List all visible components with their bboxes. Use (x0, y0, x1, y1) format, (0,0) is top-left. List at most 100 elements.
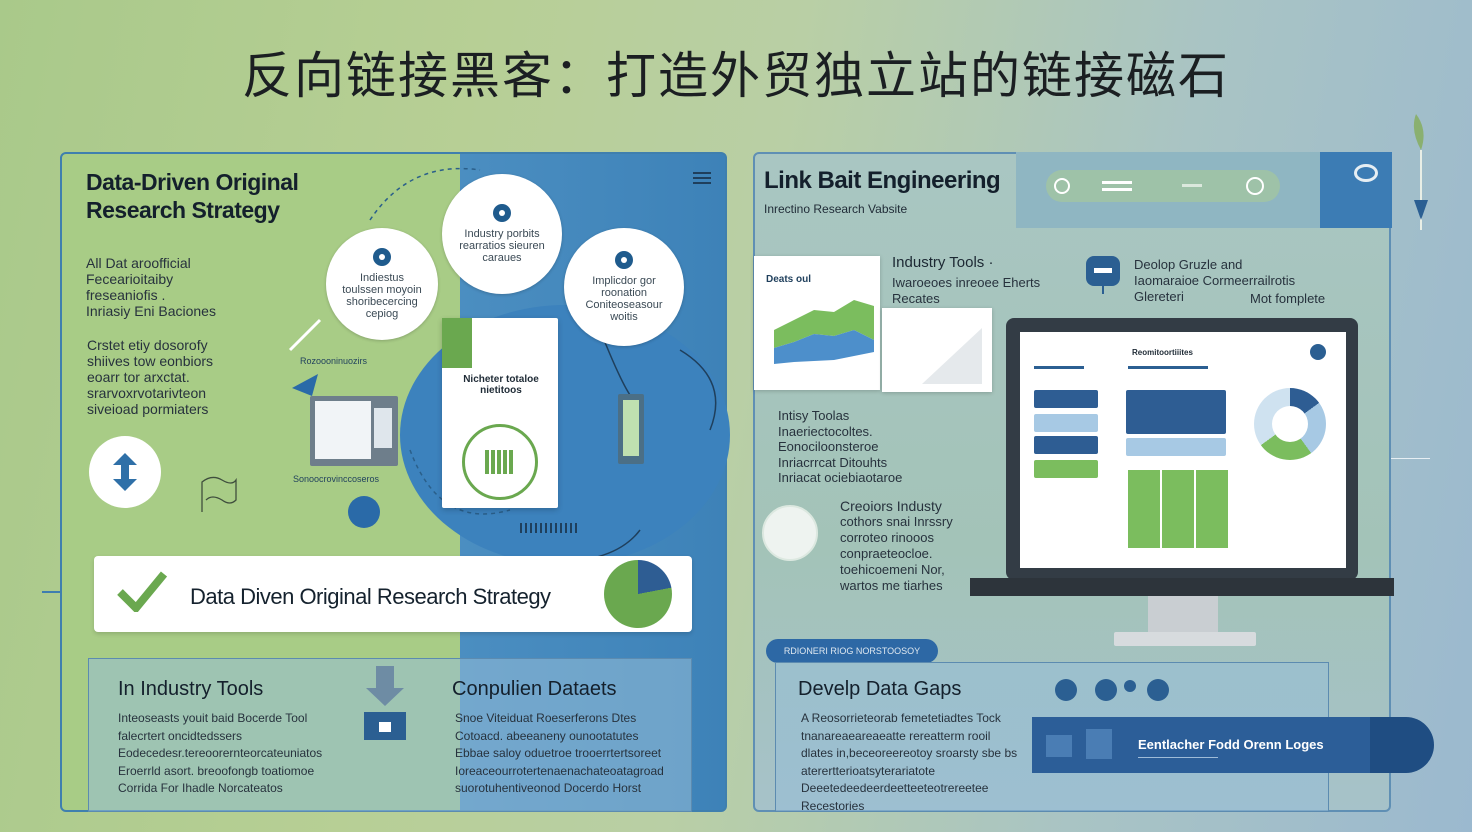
ribbon-text: Eentlacher Fodd Orenn Loges (1138, 737, 1324, 752)
window-thumbnail (310, 396, 398, 466)
screen-title: Reomitoortiiites (1132, 348, 1193, 357)
checkmark-icon (116, 568, 168, 614)
right-subheading: Inrectino Research Vabsite (764, 202, 908, 216)
left-text-block-2: Crstet etiy dosorofy shiives tow eonbior… (87, 337, 287, 417)
monitor-foot (1114, 632, 1256, 646)
text-line: Glereteri (1134, 289, 1184, 304)
text-line: Inaeriectocoltes. (778, 423, 873, 439)
tools-title: Industry Tools · (892, 254, 994, 271)
menu-icon[interactable] (693, 172, 711, 186)
develop-title: Develp Data Gaps (798, 678, 962, 700)
device-icon (618, 394, 644, 464)
text-line: Recates (892, 291, 940, 306)
col1-title: In Industry Tools (118, 678, 264, 700)
lock-icon (1084, 254, 1122, 294)
text-line: Ebbae saloy oduetroe trooerrtertsoreet (455, 746, 662, 760)
eye-icon (1354, 164, 1378, 182)
barcode-decoration (520, 523, 580, 533)
screen-avatar-icon (1310, 344, 1326, 360)
text-line: tnanareaeareaeatte rereatterm rooil (801, 728, 991, 743)
text-line: Iaomaraioe Cormeerrailrotis (1134, 273, 1296, 288)
circle-text: Implicdor gor roonation Coniteoseasour w… (585, 275, 663, 323)
text-line: Crstet etiy dosorofy (87, 337, 208, 353)
ribbon-banner: Eentlacher Fodd Orenn Loges (1032, 717, 1398, 773)
text-line: srarvoxrvotarivteon (87, 385, 207, 401)
circle-text: Industry porbits rearratios sieuren cara… (459, 228, 545, 264)
small-label: Rozoooninuozirs (300, 356, 368, 366)
tools-text: Iwaroeoes inreoee Eherts Recates (892, 275, 1040, 307)
text-line: conpraeteocloe. (840, 546, 933, 561)
text-line: Eonociloonsteroe (778, 439, 879, 454)
text-line: siveioad pormiaters (87, 401, 209, 417)
text-line: Eodecedesr.tereoorernteorcateuniatos (118, 746, 323, 760)
text-line: suorotuhentiveonod Docerdo Horst (455, 781, 642, 795)
left-text-block-1: All Dat aroofficial Fecearioitaiby frese… (86, 255, 286, 319)
text-line: freseaniofis . (86, 287, 166, 303)
monitor-screen: Reomitoortiiites (1020, 332, 1346, 568)
text-line: Ioreaceourrotertenaenachateoatagroad (455, 763, 664, 778)
text-line: shiives tow eonbiors (87, 353, 214, 369)
flag-outline-icon (200, 470, 238, 514)
text-line: Snoe Viteiduat Roeserferons Dtes (455, 711, 637, 725)
pie-icon (604, 560, 672, 628)
chart-card-label: Deats oul (766, 274, 812, 285)
develop-bottom-text: A Reosorrieteorab femetetiadtes Tock tna… (801, 710, 1031, 815)
drop-icons (1054, 676, 1174, 704)
mini-chart-card (882, 308, 992, 392)
text-line: Inriacat ociebiaotaroe (778, 470, 903, 485)
refresh-icon (1054, 178, 1070, 194)
settings-icon (1246, 177, 1264, 195)
text-line: eoarr tor arxctat. (87, 369, 190, 385)
creators-text: Creoiors Industy cothors snai Inrssry co… (840, 498, 1000, 594)
text-line: dlates in,beceoreereotoy sroarsty sbe bs (801, 746, 1018, 760)
text-line: Cotoacd. abeeaneny ounootatutes (455, 728, 639, 743)
arrow-icon (290, 372, 320, 398)
text-line: Eroerrld asort. breoofongb toatiomoe (118, 763, 315, 778)
pill-label: RDIONERI RIOG NORSTOOSOY (766, 639, 938, 663)
text-line: aterertterioatsyterariatote (801, 763, 936, 778)
pin-dot-icon (373, 248, 391, 266)
text-line: Fecearioitaiby (86, 271, 174, 287)
window-icon (1046, 735, 1072, 757)
circle-callout-2: Industry porbits rearratios sieuren cara… (442, 174, 562, 294)
refresh-icon (462, 424, 538, 500)
circle-text: Indiestus toulssen moyoin shoribecercing… (342, 272, 422, 320)
small-label: Sonoocrovinccoseros (293, 474, 380, 484)
text-line: Creoiors Industy (840, 498, 942, 514)
text-line: cothors snai Inrssry (840, 514, 953, 529)
ribbon-end-cap (1370, 717, 1434, 773)
monitor-base (970, 578, 1394, 596)
text-line: Deolop Gruzle and (1134, 257, 1243, 272)
search-bar[interactable] (1046, 170, 1280, 202)
col2-title: Conpulien Dataets (452, 678, 617, 700)
right-top-bar-accent (1320, 152, 1392, 228)
text-line: falecrtert oncidtedssers (118, 728, 243, 743)
more-templates: Mot fomplete (1250, 291, 1326, 306)
pin-dot-icon (493, 204, 511, 222)
text-line: Intisy Toolas (778, 408, 850, 423)
industry-list: Intisy Toolas Inaeriectocoltes. Eonocilo… (778, 408, 978, 486)
page-title: 反向链接黑客：打造外贸独立站的链接磁石 (242, 47, 1230, 105)
text-line: All Dat aroofficial (86, 255, 191, 271)
text-line: Iwaroeoes inreoee Eherts (892, 275, 1041, 290)
circle-badge-icon (762, 505, 818, 561)
download-box-icon (362, 666, 408, 742)
pin-dot-icon (615, 251, 633, 269)
area-chart-graphic (774, 300, 874, 364)
text-line: Inriacrrcat Ditouhts (778, 454, 888, 470)
document-card: Nicheter totaloe nietitoos (442, 318, 558, 508)
chart-card: Deats oul (754, 256, 880, 390)
col1-text: Inteoseasts youit baid Bocerde Tool fale… (118, 710, 358, 798)
text-line: Inteoseasts youit baid Bocerde Tool (118, 711, 308, 725)
triangle-doc-icon (1086, 729, 1112, 759)
user-badge-icon (348, 496, 380, 528)
text-line: Inriasiy Eni Baciones (86, 303, 216, 319)
text-line: A Reosorrieteorab femetetiadtes Tock (801, 711, 1001, 725)
text-line: Corrida For Ihadle Norcateatos (118, 781, 283, 795)
right-heading: Link Bait Engineering (764, 167, 1001, 194)
left-heading: Data-Driven Original Research Strategy (86, 169, 299, 223)
circle-callout-1: Indiestus toulssen moyoin shoribecercing… (326, 228, 438, 340)
circle-callout-3: Implicdor gor roonation Coniteoseasour w… (564, 228, 684, 346)
connector-line (1390, 458, 1430, 459)
text-line: wartos me tiarhes (840, 578, 943, 593)
